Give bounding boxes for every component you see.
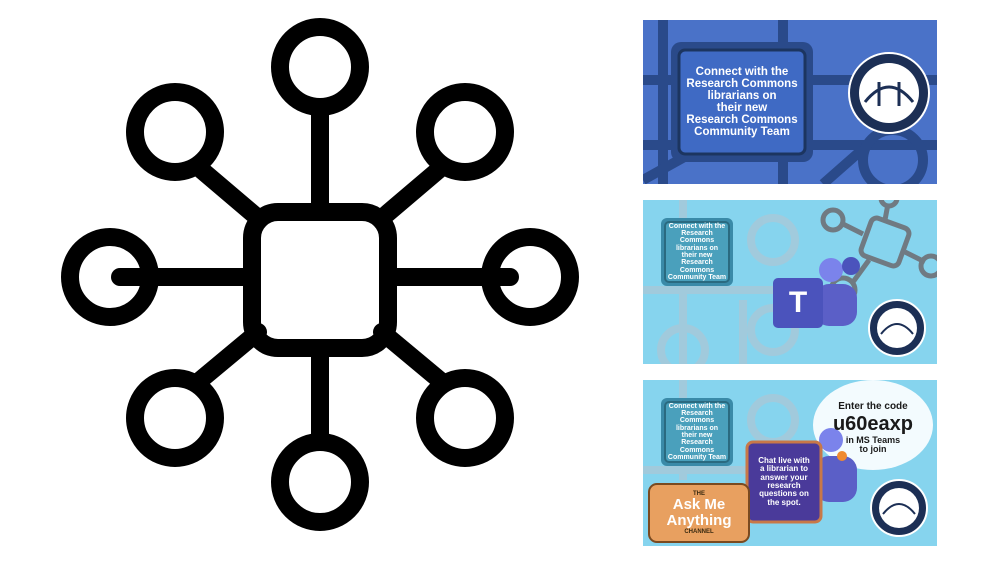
panel2-network-bg: [643, 200, 937, 364]
panel1-message: Connect with the Research Commons librar…: [686, 65, 798, 139]
to-join-line: to join: [859, 443, 887, 454]
panel3-network-bg: [643, 380, 933, 543]
ms-teams-line: in MS Teams: [845, 434, 901, 445]
network-hub-icon: [61, 18, 579, 531]
chat-live-message: Chat live with a librarian to answer you…: [758, 455, 810, 507]
banner-panel-3: Connect with the Research Commons librar…: [643, 380, 937, 546]
panel3-message: Connect with the Research Commons librar…: [667, 402, 727, 462]
teams-logo-letter: T: [788, 286, 808, 319]
panel1-network-bg: [643, 20, 937, 184]
join-instructions: Enter the code u60eaxp in MS Teams to jo…: [823, 401, 923, 454]
panel2-message: Connect with the Research Commons librar…: [667, 222, 727, 282]
banner-panel-1: Connect with the Research Commons librar…: [643, 20, 937, 184]
banner-panel-2: Connect with the Research Commons librar…: [643, 200, 937, 364]
team-code: u60eaxp: [832, 412, 914, 435]
ask-me-anything-logo: THE Ask Me Anything CHANNEL: [666, 490, 732, 535]
enter-code-line: Enter the code: [838, 401, 908, 412]
